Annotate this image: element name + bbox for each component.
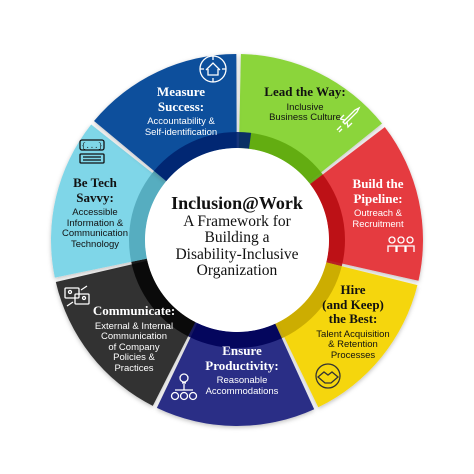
segment-build-inner-rim bbox=[310, 174, 345, 278]
segment-tech bbox=[50, 124, 174, 278]
segment-title: Lead the Way: bbox=[264, 84, 346, 99]
segment-hire bbox=[265, 262, 418, 408]
center-title: Inclusion@Work bbox=[171, 193, 303, 213]
rocket-icon bbox=[336, 106, 361, 133]
svg-text:{...}: {...} bbox=[81, 143, 102, 151]
network-house-icon bbox=[199, 55, 227, 83]
center-subtitle-line: Disability-Inclusive bbox=[175, 245, 299, 263]
handshake-icon bbox=[315, 363, 341, 389]
segment-measure bbox=[94, 54, 252, 182]
lightbulb-gears-icon bbox=[170, 373, 198, 401]
segment-communicate bbox=[55, 248, 196, 406]
segment-hire-text: Hire(and Keep)the Best: Talent Acquisiti… bbox=[303, 282, 403, 362]
people-group-icon bbox=[387, 236, 415, 252]
segment-title: Hire(and Keep)the Best: bbox=[322, 282, 384, 327]
segment-description: Outreach &Recruitment bbox=[352, 208, 404, 230]
segment-ensure bbox=[156, 316, 315, 426]
segment-lead-inner-rim bbox=[238, 132, 330, 193]
center-subtitle-line: A Framework for bbox=[183, 213, 291, 230]
segment-title: Communicate: bbox=[92, 303, 176, 318]
segment-measure-inner-rim bbox=[153, 132, 252, 182]
segment-description: Accountability &Self-identification bbox=[144, 116, 218, 138]
segment-communicate-inner-rim bbox=[129, 248, 196, 337]
segment-ensure-shape bbox=[156, 323, 315, 426]
center-subtitle-line: Building a bbox=[204, 229, 270, 247]
segment-lead bbox=[238, 54, 383, 193]
center-circle bbox=[145, 148, 329, 332]
center-label: Inclusion@Work A Framework for Building … bbox=[147, 193, 327, 279]
segment-hire-inner-rim bbox=[265, 262, 342, 343]
code-keyboard-icon: {...} bbox=[79, 139, 105, 164]
segment-ensure-inner-rim bbox=[177, 316, 282, 348]
segment-tech-inner-rim bbox=[129, 162, 174, 262]
communication-icon bbox=[64, 285, 90, 307]
center-subtitle-line: Organization bbox=[196, 261, 278, 279]
